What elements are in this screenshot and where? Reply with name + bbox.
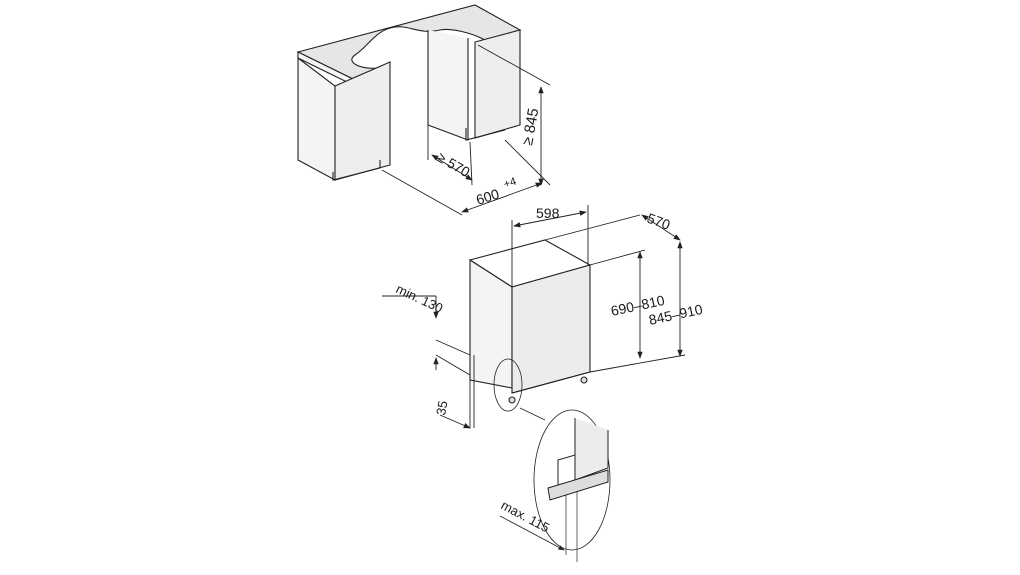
plinth-offset-label: 35 — [433, 400, 450, 417]
niche-height-label: ≥ 845 — [519, 107, 542, 147]
niche-depth-label: ≥ 570 — [435, 149, 473, 180]
plinth-height-label: min. 130 — [394, 281, 446, 316]
dishwasher — [468, 239, 592, 412]
niche-width-tolerance: +4 — [502, 176, 518, 191]
niche-dimensions — [381, 44, 551, 216]
appliance-dimensions — [382, 205, 686, 429]
appliance-depth-label: 570 — [645, 210, 673, 233]
niche-width-label: 600 — [474, 185, 501, 208]
kitchen-niche — [296, 4, 522, 181]
plinth-detail-callout — [499, 407, 611, 562]
appliance-width-label: 598 — [536, 205, 560, 221]
